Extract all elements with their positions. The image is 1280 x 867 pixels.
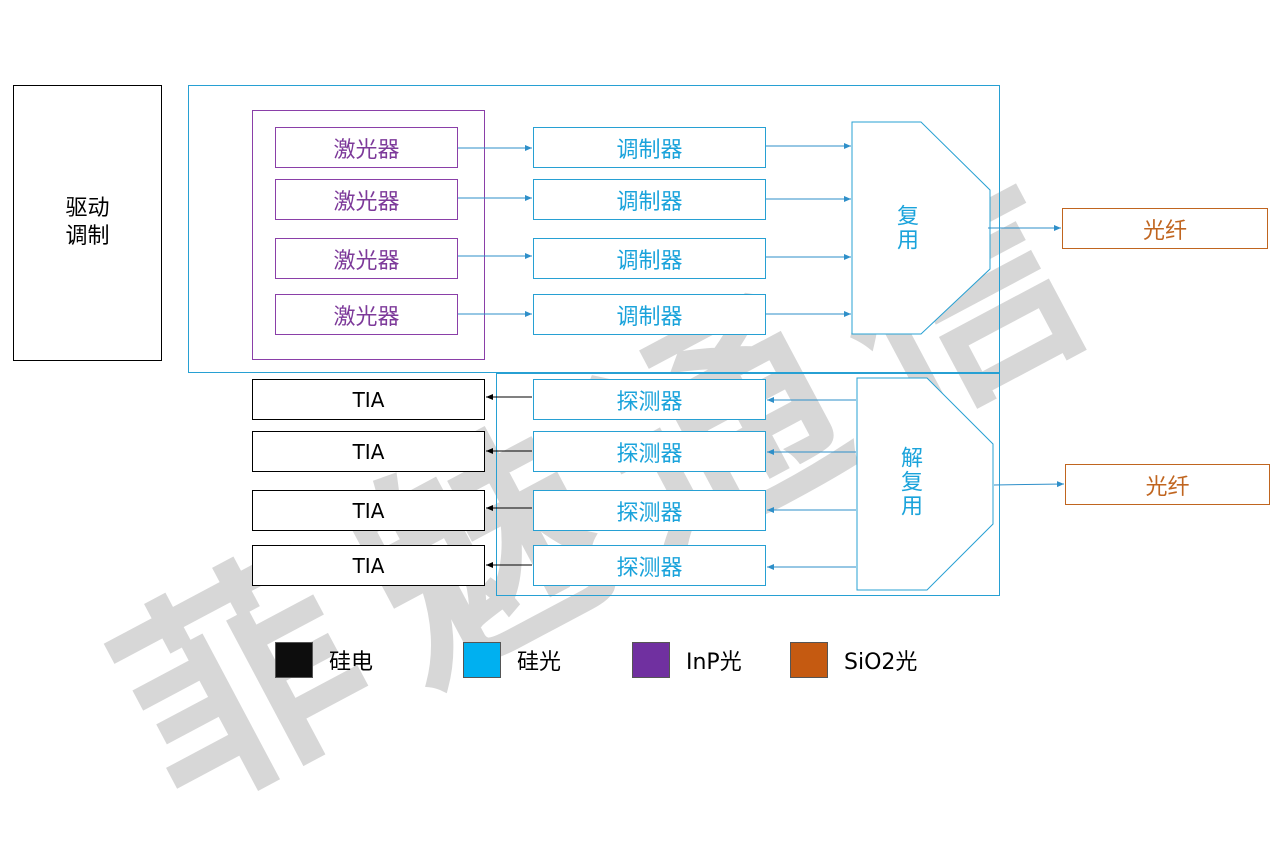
detector-4: 探测器 [533, 545, 766, 586]
legend-swatch [463, 642, 501, 678]
tia-4: TIA [252, 545, 485, 586]
connector-layer [458, 121, 1065, 591]
legend-label: SiO2光 [844, 650, 918, 675]
fiber-output: 光纤 [1062, 208, 1268, 249]
legend-swatch [790, 642, 828, 678]
mux-label: 复用 [893, 204, 918, 252]
multiplexer-shape [851, 121, 991, 335]
driver-modulation-block: 驱动 调制 [13, 85, 162, 361]
legend-label: InP光 [686, 650, 742, 675]
driver-label-line1: 驱动 [65, 196, 110, 221]
legend-silicon-photonics: 硅光 [463, 642, 561, 678]
fiber-input: 光纤 [1065, 464, 1270, 505]
legend-sio2-photonics: SiO2光 [790, 642, 917, 678]
modulator-2: 调制器 [533, 179, 766, 220]
tia-1: TIA [252, 379, 485, 420]
detector-1: 探测器 [533, 379, 766, 420]
legend-swatch [632, 642, 670, 678]
legend-inp-photonics: InP光 [632, 642, 742, 678]
detector-2: 探测器 [533, 431, 766, 472]
laser-4: 激光器 [275, 294, 458, 335]
modulator-3: 调制器 [533, 238, 766, 279]
laser-1: 激光器 [275, 127, 458, 168]
modulator-4: 调制器 [533, 294, 766, 335]
legend-label: 硅电 [329, 650, 374, 675]
legend-swatch [275, 642, 313, 678]
laser-array-region [252, 110, 485, 360]
modulator-1: 调制器 [533, 127, 766, 168]
legend-silicon-electronics: 硅电 [275, 642, 373, 678]
tia-3: TIA [252, 490, 485, 531]
demux-label: 解复用 [897, 446, 922, 518]
detector-3: 探测器 [533, 490, 766, 531]
tia-2: TIA [252, 431, 485, 472]
fiber-to-demux-arrow [993, 481, 1065, 488]
transmitter-region [188, 85, 1000, 373]
laser-2: 激光器 [275, 179, 458, 220]
driver-label-line2: 调制 [65, 224, 110, 249]
laser-3: 激光器 [275, 238, 458, 279]
demultiplexer-shape [856, 377, 994, 591]
legend-label: 硅光 [517, 650, 562, 675]
